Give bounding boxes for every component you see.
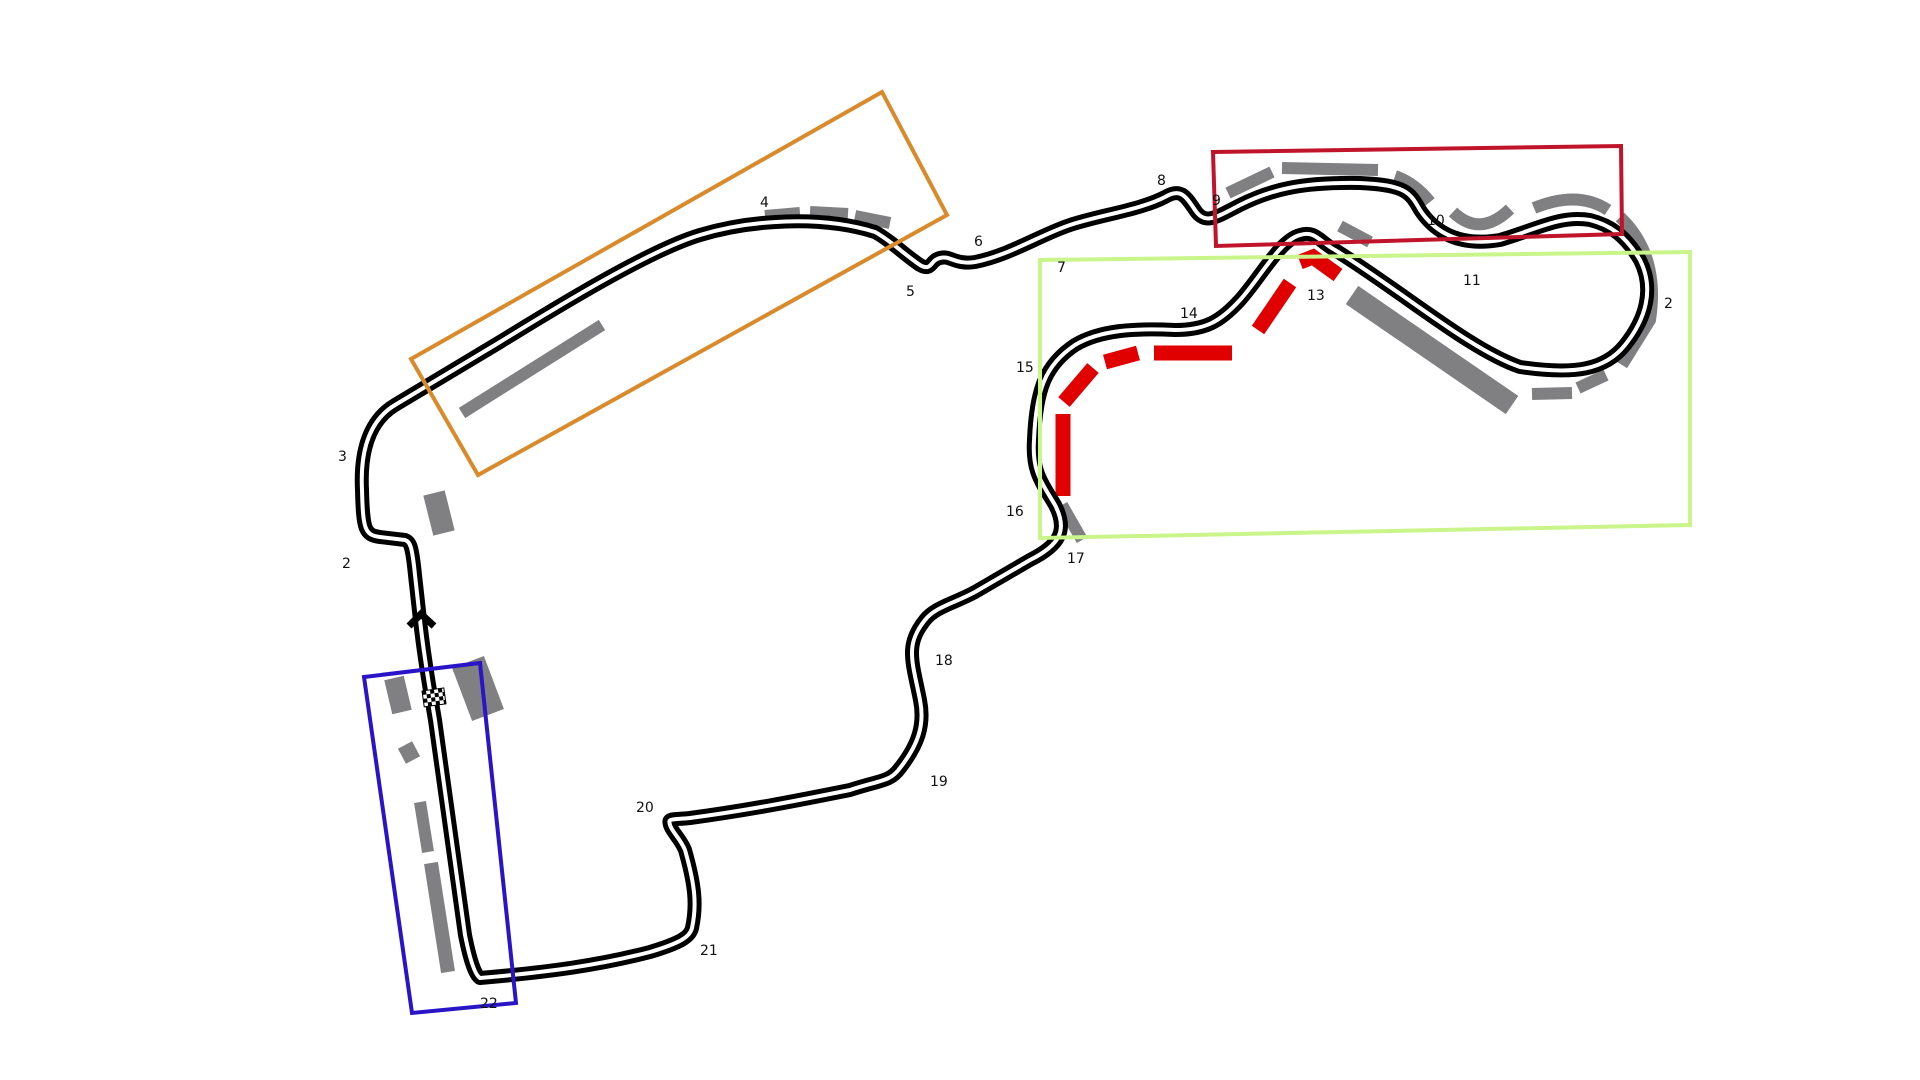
turn-label: 9 [1212, 193, 1221, 209]
turn-label: 16 [1006, 504, 1024, 520]
highlight-dash [1251, 278, 1297, 335]
kerb-marking [397, 741, 421, 764]
orange-zone[interactable] [408, 89, 950, 478]
turn-label: 21 [700, 943, 718, 959]
kerb-marking [1575, 369, 1609, 394]
kerb-markings [384, 162, 1658, 974]
track-centerline [359, 180, 1650, 980]
turn-label: 15 [1016, 360, 1034, 376]
highlight-dash [1058, 363, 1099, 407]
turn-label: 5 [906, 284, 915, 300]
direction-arrow-icon [406, 609, 437, 629]
turn-label: 7 [1057, 260, 1066, 276]
kerb-marking [1531, 193, 1612, 216]
turn-label: 3 [338, 449, 347, 465]
kerb-marking [1531, 387, 1573, 400]
kerb-marking [384, 675, 412, 715]
kerb-marking [424, 861, 455, 974]
zone-boxes [361, 89, 1692, 1016]
kerb-marking [853, 210, 892, 229]
race-track [354, 175, 1655, 985]
turn-label: 11 [1463, 273, 1481, 289]
kerb-marking [1345, 285, 1519, 415]
turn-label: 8 [1157, 173, 1166, 189]
turn-label: 22 [480, 996, 498, 1012]
highlight-dash [1297, 248, 1343, 282]
highlight-dash [1103, 345, 1140, 370]
turn-label: 6 [974, 234, 983, 250]
kerb-marking [423, 490, 455, 536]
red-zone[interactable] [1210, 143, 1625, 249]
kerb-marking [1448, 204, 1515, 231]
track-outline [354, 175, 1655, 985]
turn-label: 13 [1307, 288, 1325, 304]
turn-label: 4 [760, 195, 769, 211]
turn-label: 20 [636, 800, 654, 816]
blue-zone[interactable] [361, 660, 519, 1016]
kerb-marking [1056, 502, 1088, 543]
turn-label: 2 [1664, 296, 1673, 312]
kerb-marking [1225, 166, 1275, 199]
turn-label: 18 [935, 653, 953, 669]
kerb-marking [809, 206, 849, 220]
turn-label: 10 [1427, 213, 1445, 229]
turn-label: 17 [1067, 551, 1085, 567]
green-zone[interactable] [1038, 249, 1692, 541]
turn-label: 2 [342, 556, 351, 572]
kerb-marking [1281, 162, 1379, 176]
turn-labels: 2 3 4 5 6 7 8 9 10 11 2 13 14 15 16 17 1… [338, 173, 1673, 1012]
kerb-marking [458, 319, 606, 419]
checkered-flag-icon [421, 687, 447, 708]
highlighted-section [1055, 248, 1343, 496]
turn-label: 19 [930, 774, 948, 790]
kerb-marking [414, 801, 434, 853]
turn-label: 14 [1180, 306, 1198, 322]
kerb-marking [1392, 170, 1435, 206]
kerb-marking [1337, 220, 1373, 248]
